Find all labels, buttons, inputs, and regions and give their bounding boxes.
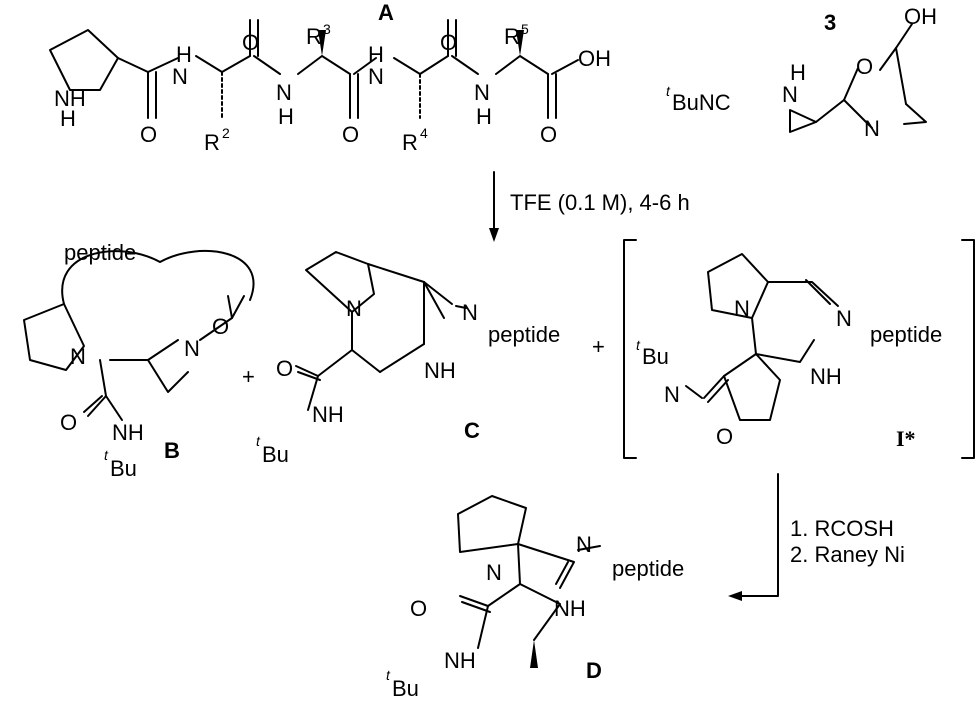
compound-b-label: B	[164, 438, 180, 463]
atom-h-amide4: H	[476, 104, 492, 129]
atom-n-3ring: N	[864, 116, 880, 141]
atom-o-b2: O	[60, 410, 77, 435]
atom-n-amide1: N	[172, 64, 188, 89]
r4-sup: 4	[420, 125, 428, 141]
tbu-i: Bu	[642, 344, 669, 369]
atom-oh-3: OH	[904, 4, 937, 29]
atom-nh-i: NH	[810, 364, 842, 389]
compound-c-structure	[295, 251, 467, 411]
reaction-arrow-1	[489, 171, 499, 242]
tbunc-label: BuNC	[672, 90, 731, 115]
atom-o-2: O	[242, 30, 259, 55]
atom-n-amide4: N	[474, 80, 490, 105]
r4-label: R	[402, 130, 418, 155]
tbu-d: Bu	[392, 676, 419, 701]
tbunc-sup: t	[666, 83, 671, 99]
reaction-arrow-2	[728, 473, 779, 601]
atom-n-d: N	[486, 560, 502, 585]
compound-i-label: I*	[896, 426, 916, 451]
r5-sup: 5	[521, 21, 529, 37]
atom-n-c: N	[346, 296, 362, 321]
atom-n-i3: N	[664, 382, 680, 407]
plus-2: +	[592, 334, 605, 359]
conditions-step1: TFE (0.1 M), 4-6 h	[510, 190, 690, 215]
atom-o-d: O	[410, 596, 427, 621]
atom-h-aziridine: H	[790, 60, 806, 85]
atom-nh-c: NH	[424, 358, 456, 383]
atom-o-c: O	[276, 356, 293, 381]
atom-n-aziridine: N	[782, 82, 798, 107]
compound-d-label: D	[586, 658, 602, 683]
atom-h-amide2: H	[278, 104, 294, 129]
conditions-step2b: 2. Raney Ni	[790, 542, 905, 567]
atom-o-3ring: O	[856, 54, 873, 79]
atom-nh-c2: NH	[312, 402, 344, 427]
compound-a-label: A	[378, 0, 394, 25]
atom-nh-d: NH	[554, 596, 586, 621]
r5-label: R	[504, 24, 520, 49]
tbu-sup-b: t	[104, 447, 109, 463]
peptide-b: peptide	[64, 240, 136, 265]
atom-n-amide3: N	[368, 64, 384, 89]
atom-h-amide3: H	[368, 42, 384, 67]
atom-o-4: O	[440, 30, 457, 55]
atom-oh-acid: OH	[578, 46, 611, 71]
peptide-d: peptide	[612, 556, 684, 581]
atom-nh-b: NH	[112, 420, 144, 445]
r2-sup: 2	[222, 125, 230, 141]
peptide-i: peptide	[870, 322, 942, 347]
atom-n-d2: N	[576, 532, 592, 557]
atom-n-i2: N	[836, 306, 852, 331]
compound-3-structure	[789, 23, 927, 133]
conditions-step2a: 1. RCOSH	[790, 516, 894, 541]
atom-o-3: O	[342, 122, 359, 147]
atom-n-b2: N	[184, 336, 200, 361]
compound-d-structure	[457, 495, 601, 668]
tbu-sup-d: t	[386, 667, 391, 683]
compound-i-structure	[623, 239, 975, 459]
atom-n-c2: N	[462, 300, 478, 325]
r3-sup: 3	[323, 21, 331, 37]
tbu-sup-c: t	[256, 433, 261, 449]
atom-n-b: N	[70, 344, 86, 369]
tbu-b: Bu	[110, 456, 137, 481]
tbu-c: Bu	[262, 442, 289, 467]
compound-3-label: 3	[824, 10, 836, 35]
atom-h-ring-a: H	[60, 106, 76, 131]
compound-a-structure	[49, 19, 579, 119]
peptide-c: peptide	[488, 322, 560, 347]
atom-o-5: O	[540, 122, 557, 147]
atom-h-amide1: H	[176, 42, 192, 67]
atom-o-1: O	[140, 122, 157, 147]
atom-n-ring-a: NH	[54, 86, 86, 111]
r3-label: R	[306, 24, 322, 49]
atom-o-b: O	[212, 314, 229, 339]
compound-b-structure	[23, 250, 255, 421]
atom-n-amide2: N	[276, 80, 292, 105]
atom-n-i: N	[734, 296, 750, 321]
r2-label: R	[204, 130, 220, 155]
atom-o-i: O	[716, 424, 733, 449]
tbu-sup-i: t	[636, 337, 641, 353]
compound-c-label: C	[464, 418, 480, 443]
plus-1: +	[242, 364, 255, 389]
atom-nh-d2: NH	[444, 648, 476, 673]
